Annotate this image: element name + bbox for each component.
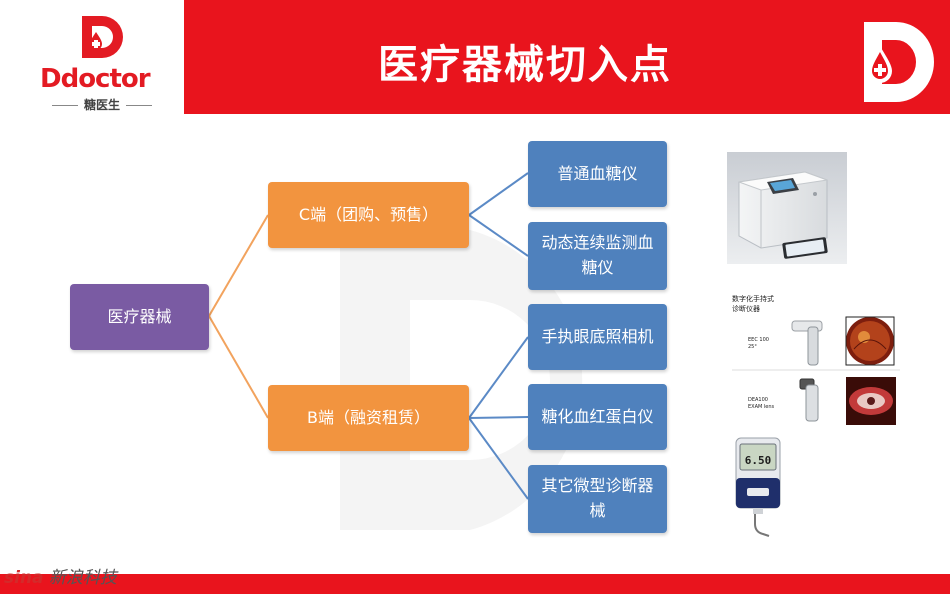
page-title: 医疗器械切入点 [378, 42, 672, 88]
fundus-caption-line1: 数字化手持式 [732, 294, 774, 303]
model2-lens: EXAM lens [748, 404, 775, 410]
hba1c-meter-image: 6.50 [733, 436, 783, 540]
sina-tech-watermark: sina 新浪科技 [4, 563, 117, 588]
fundus-caption-line2: 诊断仪器 [732, 304, 760, 313]
sina-tech-text: 新浪科技 [48, 568, 117, 588]
model2-name: DEA100 [748, 397, 768, 403]
footer-bar [0, 574, 950, 594]
root-node-medical-devices: 医疗器械 [70, 284, 209, 350]
b-end-node: B端（融资租赁） [268, 385, 469, 451]
model1-angle: 25° [748, 344, 757, 350]
leaf-cgm-device: 动态连续监测血糖仪 [528, 222, 667, 290]
leaf-hba1c-analyzer: 糖化血红蛋白仪 [528, 384, 667, 450]
background-watermark-icon [340, 230, 583, 530]
leaf-other-micro-diagnostics: 其它微型诊断器械 [528, 465, 667, 533]
leaf-standard-glucometer: 普通血糖仪 [528, 141, 667, 207]
meter-reading: 6.50 [745, 454, 772, 467]
cgm-device-image [727, 152, 847, 264]
ddoctor-logo-icon [82, 16, 123, 58]
logo-subtitle: 糖医生 [40, 96, 164, 113]
leaf-fundus-camera: 手执眼底照相机 [528, 304, 667, 370]
sina-brand: sina [4, 568, 44, 588]
logo-text: Ddoctor [40, 64, 151, 94]
model1-name: EEC 100 [748, 337, 769, 343]
fundus-camera-image: 数字化手持式 诊断仪器 EEC 100 25° DEA100 EXAM lens [730, 291, 902, 429]
d-brand-icon [864, 22, 934, 102]
c-end-node: C端（团购、预售） [268, 182, 469, 248]
logo: Ddoctor 糖医生 [0, 0, 184, 114]
